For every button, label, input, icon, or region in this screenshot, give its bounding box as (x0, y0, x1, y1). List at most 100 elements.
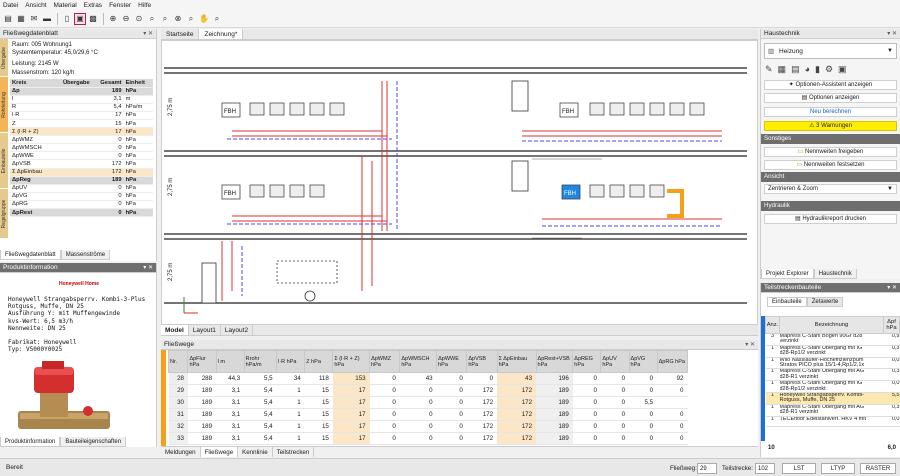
zoom-realtime-icon[interactable]: ⌕ (214, 13, 220, 23)
raster-button[interactable]: RASTER (860, 463, 896, 474)
ltyp-button[interactable]: LTYP (821, 463, 855, 474)
column-header[interactable]: ΔpFlur hPa (187, 350, 217, 373)
grid-icon[interactable]: ▦ (777, 64, 787, 74)
menu-fenster[interactable]: Fenster (109, 1, 132, 9)
menu-datei[interactable]: Datei (3, 1, 19, 9)
zoom-ext-icon[interactable]: ⊗ (174, 14, 182, 23)
menu-ansicht[interactable]: Ansicht (25, 1, 47, 9)
save-all-icon[interactable]: ▩ (89, 14, 97, 23)
zoom-in-icon[interactable]: ⊕ (109, 14, 117, 23)
tab-einbauteile[interactable]: Einbauteile (767, 297, 807, 307)
pie-chart-icon[interactable]: ◕ (804, 64, 811, 74)
tab-layout1[interactable]: Layout1 (189, 325, 221, 335)
mail-icon[interactable]: ✉ (30, 14, 38, 23)
section-hydraulik[interactable]: Hydraulik (761, 201, 900, 211)
panel-controls-icon[interactable]: ▾ ✕ (745, 342, 755, 348)
menu-material[interactable]: Material (53, 1, 77, 9)
export-icon[interactable]: ▣ (838, 64, 847, 74)
zoom-object-icon[interactable]: ⌕ (188, 13, 194, 23)
column-header[interactable]: Σ ΔpEinbau hPa (496, 350, 537, 373)
column-header[interactable]: ΔpRest+VSB hPa (535, 350, 574, 373)
column-header[interactable]: ΔpWWE hPa (436, 350, 468, 373)
tab-layout2[interactable]: Layout2 (221, 325, 254, 335)
column-header[interactable]: ΔpVG hPa (628, 350, 658, 373)
tab-kennlinie[interactable]: Kennlinie (238, 447, 273, 457)
tab-massenstroeme[interactable]: Massenströme (60, 250, 111, 260)
column-header[interactable]: l m (215, 350, 245, 373)
vtab-einbauteile[interactable]: Einbauteile (0, 133, 8, 189)
lst-button[interactable]: LST (782, 463, 816, 474)
optionen-anzeigen-button[interactable]: ▤ Optionen anzeigen (764, 93, 897, 103)
column-header[interactable]: ΔpWMSCH hPa (399, 350, 438, 373)
export-icon[interactable]: ▬ (43, 14, 51, 23)
pan-icon[interactable]: ✋ (199, 14, 209, 23)
vtab-rohrleitung[interactable]: Rohrleitung (0, 77, 8, 133)
calculator-icon[interactable]: ▤ (791, 64, 800, 74)
tab-bauteileigenschaften[interactable]: Bauteileigenschaften (60, 437, 127, 447)
column-header[interactable]: Z hPa (304, 350, 334, 373)
column-header[interactable]: ΔpREG hPa (572, 350, 602, 373)
settings-icon[interactable]: ⚙ (824, 64, 834, 74)
bar-chart-icon[interactable]: ▮ (815, 64, 820, 74)
column-header[interactable]: Σ (l·R + Z) hPa (332, 350, 371, 373)
tab-meldungen[interactable]: Meldungen (161, 447, 201, 457)
pen-icon[interactable]: ✎ (765, 64, 773, 74)
column-header[interactable]: l·R hPa (276, 350, 306, 373)
column-header[interactable]: ΔpWMZ hPa (369, 350, 401, 373)
column-header[interactable]: ΔpVSB hPa (466, 350, 498, 373)
neu-berechnen-button[interactable]: Neu berechnen (764, 107, 897, 117)
cad-drawing-area[interactable]: 2,75 m 2,75 m 2,75 m FBH FBH FBH FBH (161, 40, 758, 325)
menu-extras[interactable]: Extras (83, 1, 103, 9)
layers-icon[interactable]: ▦ (17, 14, 25, 23)
vtab-uebergabe[interactable]: Übergabe (0, 39, 8, 77)
vtab-regelgruppe[interactable]: Regelgruppe (0, 189, 8, 239)
section-ansicht[interactable]: Ansicht (761, 172, 900, 182)
zoom-window-icon[interactable]: ⊙ (135, 14, 143, 23)
tab-haustechnik[interactable]: Haustechnik (813, 269, 857, 279)
menu-hilfe[interactable]: Hilfe (138, 1, 152, 9)
optionen-assistent-button[interactable]: ✦ Optionen-Assistent anzeigen (764, 80, 897, 90)
warnungen-button[interactable]: ⚠ 3 Warnungen (764, 121, 897, 131)
zoom-prev-icon[interactable]: ⌕ (162, 13, 168, 23)
zoom-dropdown[interactable]: Zentrieren & Zoom▼ (764, 184, 897, 194)
teilstrecke-input[interactable]: 102 (755, 463, 775, 474)
tab-projekt-explorer[interactable]: Projekt Explorer (761, 269, 814, 279)
panel-controls-icon[interactable]: ▾ ✕ (887, 31, 897, 37)
zoom-out-icon[interactable]: ⊖ (122, 14, 130, 23)
tab-model[interactable]: Model (161, 325, 189, 335)
column-header[interactable]: Rrohr hPa/m (243, 350, 278, 373)
zoom-all-icon[interactable]: ⌕ (149, 13, 155, 23)
nennweiten-festsetzen-button[interactable]: ▭ Nennweiten festsetzen (764, 160, 897, 170)
print-icon[interactable]: ▤ (4, 14, 12, 23)
tab-startseite[interactable]: Startseite (161, 29, 200, 39)
column-header[interactable]: ΔpUV hPa (600, 350, 630, 373)
nennweiten-freigeben-button[interactable]: ▭ Nennweiten freigeben (764, 147, 897, 157)
section-sonstiges[interactable]: Sonstiges (761, 134, 900, 144)
new-file-icon[interactable]: ▯ (64, 14, 70, 23)
column-header[interactable]: ΔpRG hPa (656, 350, 689, 373)
tab-zetawerte[interactable]: Zetawerte (806, 297, 844, 307)
panel-controls-icon[interactable]: ▾ ✕ (143, 265, 153, 271)
panel-controls-icon[interactable]: ▾ ✕ (143, 31, 153, 37)
fliessweg-input[interactable]: 29 (697, 463, 717, 474)
tab-teilstrecken[interactable]: Teilstrecken (273, 447, 315, 457)
panel-controls-icon[interactable]: ▾ ✕ (887, 285, 897, 291)
hydraulikreport-button[interactable]: ▤ Hydraulikreport drucken (764, 214, 897, 224)
system-dropdown[interactable]: ▥ Heizung ▼ (764, 43, 897, 59)
tab-fliessweg-datenblatt[interactable]: Fließwegdatenblatt (0, 250, 61, 260)
tab-produktinformation[interactable]: Produktinformation (0, 437, 61, 447)
